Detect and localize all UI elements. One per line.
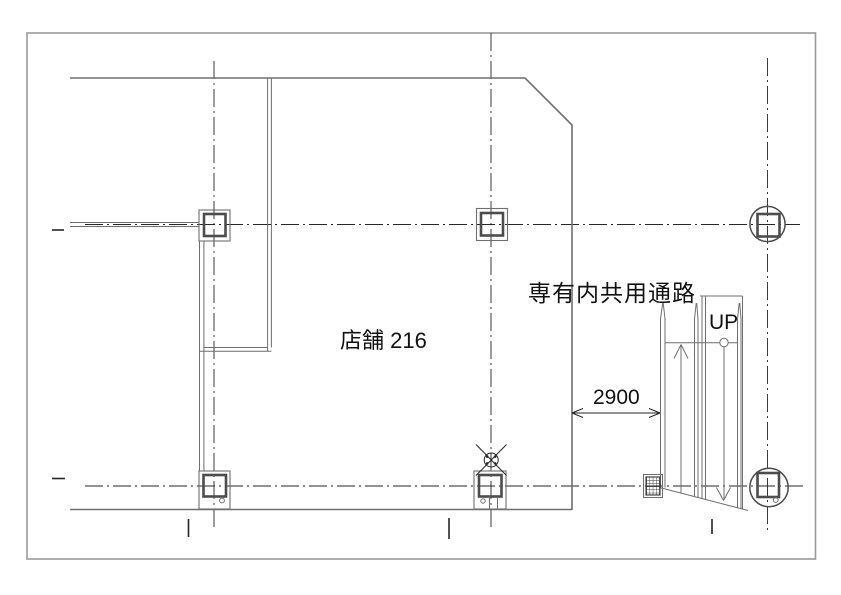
column-bottom-left	[198, 470, 231, 510]
grid-stubs	[187, 518, 713, 539]
room-label: 店舗 216	[340, 328, 427, 353]
hatched-post	[643, 474, 663, 498]
column-top-right	[749, 205, 786, 243]
drawing-frame	[26, 32, 817, 560]
column-top-middle	[475, 207, 509, 242]
dimension-line	[571, 408, 661, 418]
arrow-start-circle	[719, 337, 729, 348]
passage-label: 専有内共用通路	[528, 280, 696, 306]
up-label: UP	[709, 311, 739, 334]
dimension-value: 2900	[593, 386, 640, 409]
boundary-walls	[70, 77, 573, 511]
staircase	[659, 295, 749, 511]
up-arrow	[673, 344, 689, 493]
down-arrow	[716, 346, 731, 501]
column-top-left	[198, 209, 231, 242]
column-bottom-right	[749, 467, 789, 508]
partition-walls	[70, 78, 272, 471]
column-bottom-middle	[473, 470, 507, 510]
level-marker-icon	[475, 444, 507, 476]
